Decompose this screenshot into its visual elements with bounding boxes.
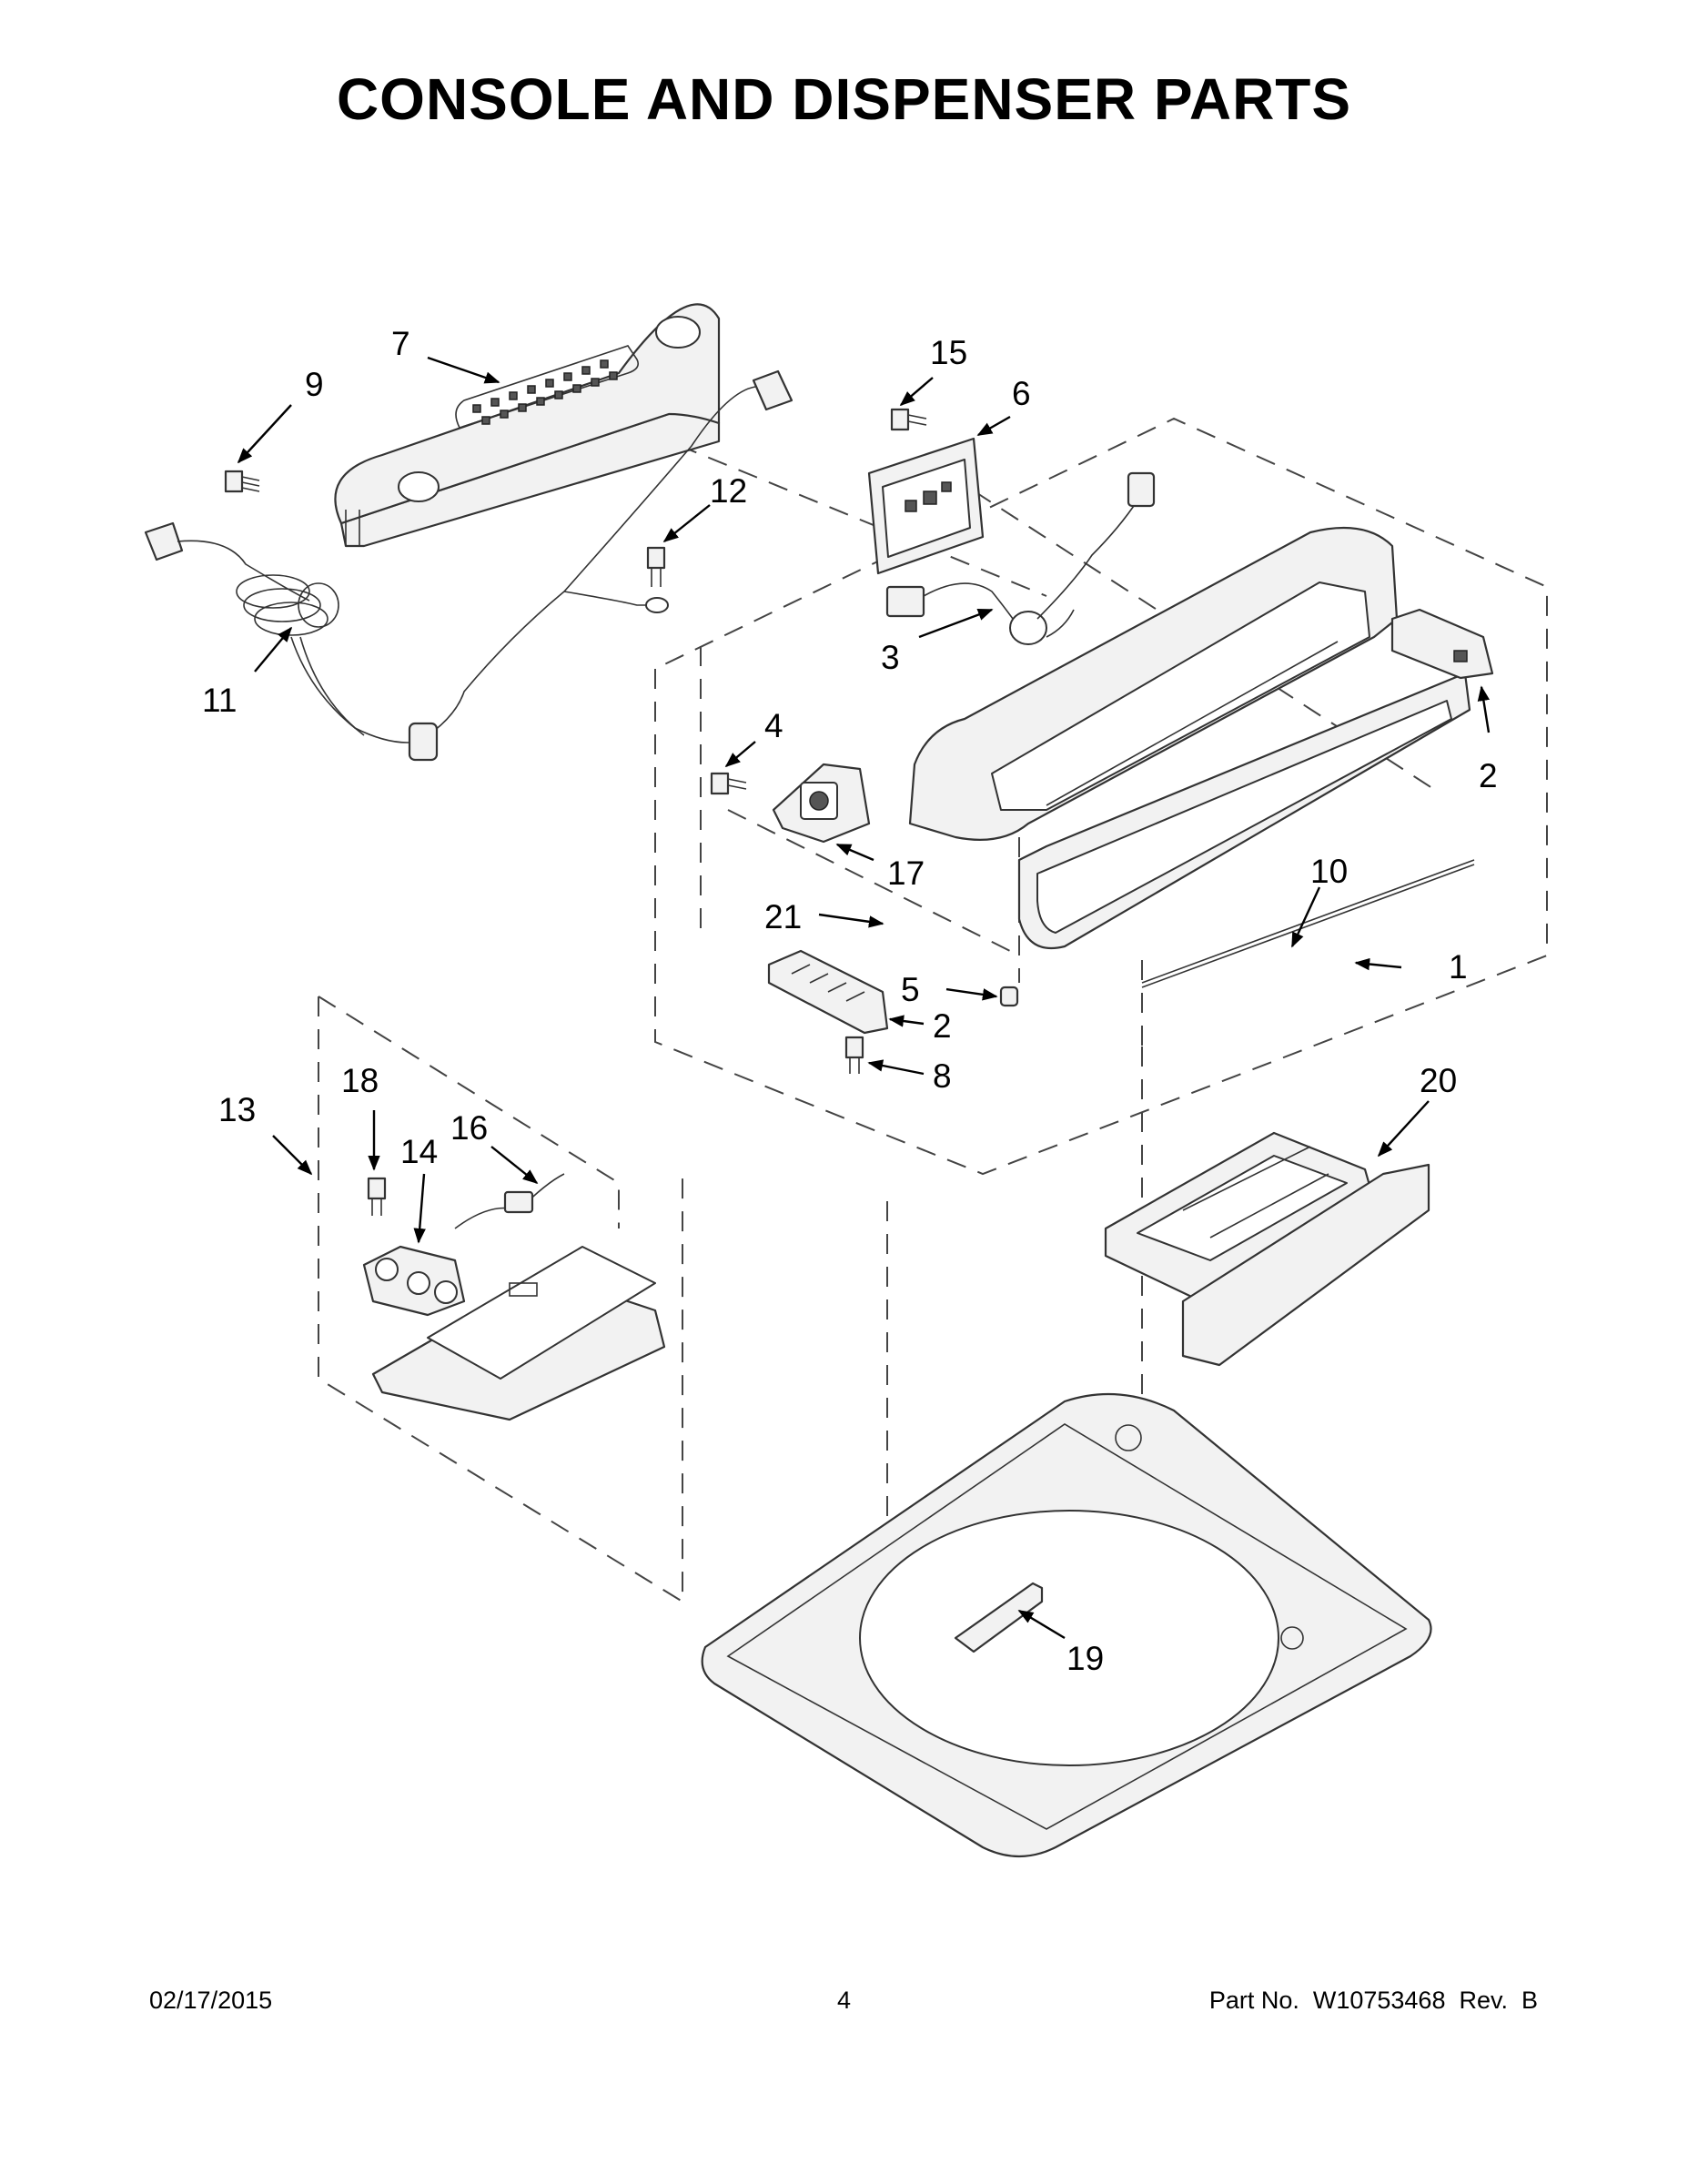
callout-labels: 7 9 11 12 15 6 3 2 4 17 10 21 1 5 2 8 20… bbox=[202, 325, 1498, 1677]
power-cord bbox=[144, 369, 793, 762]
dispenser-drawer bbox=[1104, 1131, 1430, 1367]
callout-11: 11 bbox=[202, 682, 237, 719]
callout-15: 15 bbox=[930, 334, 967, 371]
assembly-outlines bbox=[318, 407, 1548, 1729]
dispenser-module bbox=[710, 763, 871, 844]
callout-2b: 2 bbox=[933, 1007, 952, 1045]
callout-14: 14 bbox=[400, 1133, 438, 1170]
trim-strip bbox=[1141, 859, 1475, 988]
hinge-bracket-right bbox=[1390, 608, 1494, 680]
callout-3: 3 bbox=[881, 639, 900, 676]
callout-16: 16 bbox=[450, 1109, 488, 1147]
callout-7: 7 bbox=[391, 325, 410, 362]
footer-part-number: Part No. W10753468 Rev. B bbox=[1208, 1987, 1538, 2014]
callout-17: 17 bbox=[887, 854, 925, 892]
top-cover bbox=[701, 1392, 1432, 1858]
footer-date: 02/17/2015 bbox=[149, 1987, 273, 2014]
console-housing bbox=[908, 526, 1471, 950]
callout-12: 12 bbox=[710, 472, 747, 510]
callout-1: 1 bbox=[1449, 948, 1468, 986]
footer-page-number: 4 bbox=[836, 1987, 852, 2014]
callout-9: 9 bbox=[305, 366, 324, 403]
console-rear-panel bbox=[334, 303, 721, 548]
callout-5: 5 bbox=[901, 971, 920, 1008]
callout-2a: 2 bbox=[1479, 757, 1498, 794]
callout-4: 4 bbox=[764, 707, 783, 744]
water-valve-assembly bbox=[362, 1173, 666, 1421]
callout-13: 13 bbox=[218, 1091, 256, 1128]
callout-19: 19 bbox=[1066, 1640, 1104, 1677]
leader-lines bbox=[237, 356, 1491, 1640]
callout-10: 10 bbox=[1310, 853, 1348, 890]
screw-12 bbox=[646, 546, 666, 587]
callout-6: 6 bbox=[1012, 375, 1031, 412]
callout-18: 18 bbox=[341, 1062, 379, 1099]
callout-20: 20 bbox=[1420, 1062, 1457, 1099]
callout-21: 21 bbox=[764, 898, 802, 935]
callout-8: 8 bbox=[933, 1057, 952, 1095]
hinge-bracket-lower bbox=[767, 949, 1019, 1074]
page-title: CONSOLE AND DISPENSER PARTS bbox=[336, 66, 1352, 132]
control-board bbox=[867, 408, 985, 575]
screw-9 bbox=[224, 470, 260, 493]
wire-harness bbox=[885, 471, 1156, 645]
